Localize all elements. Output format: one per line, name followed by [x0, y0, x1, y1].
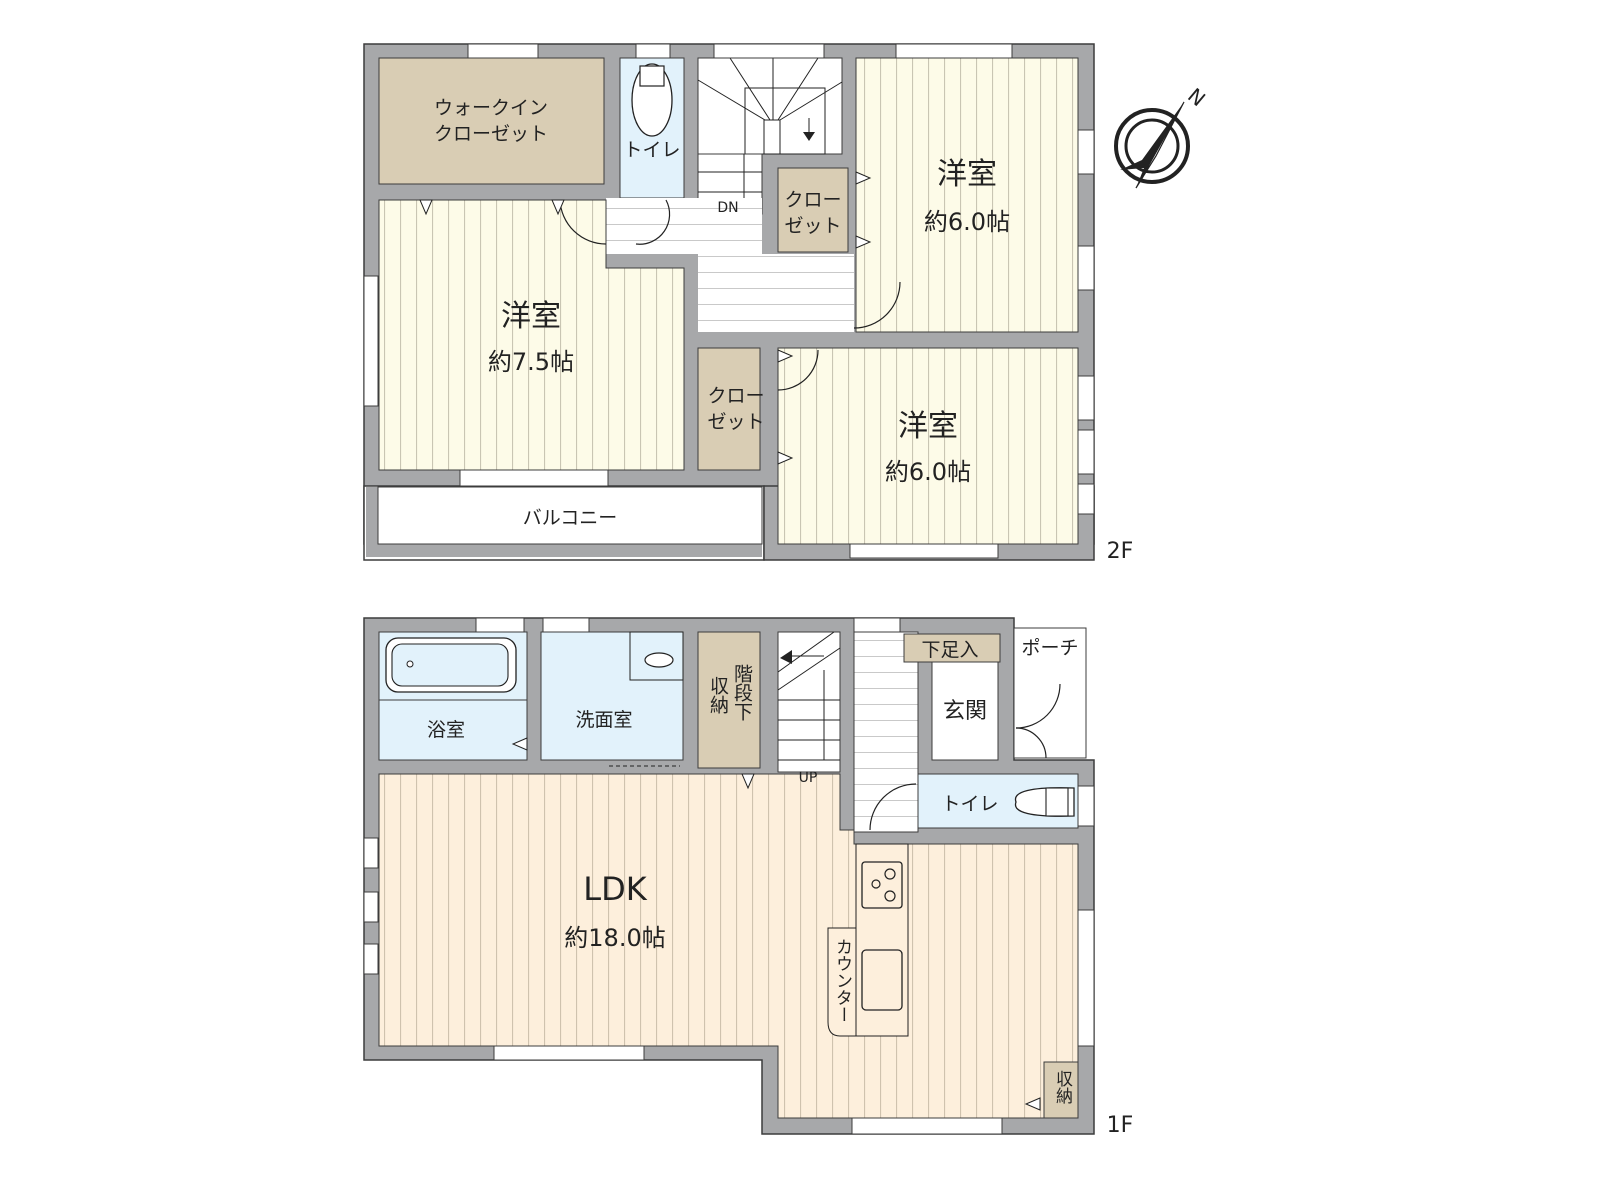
ldk-size: 約18.0帖 — [564, 924, 665, 952]
bedroom-ne-name: 洋室 — [937, 157, 997, 192]
closet-a-label-2: ゼット — [784, 215, 841, 237]
closet-b-label-1: クロー — [707, 385, 764, 407]
stairs-dn-label: DN — [717, 200, 738, 216]
compass-icon: N — [1114, 83, 1210, 189]
closet-b-label-2: ゼット — [707, 411, 764, 433]
stairs-up-label: UP — [799, 770, 818, 786]
counter-label: カウンター — [832, 938, 852, 1023]
bedroom-se-name: 洋室 — [898, 409, 958, 444]
under-stairs-storage-label-1: 収納 — [707, 676, 729, 714]
closet-a-label-1: クロー — [784, 189, 841, 211]
floor-1f-label: 1F — [1107, 1113, 1134, 1138]
floor-1f: 浴室 洗面室 収納 階段下 UP 下足入 ポーチ 玄関 トイレ LDK 約18.… — [363, 617, 1134, 1138]
compass-north-label: N — [1183, 83, 1210, 111]
shoe-storage-label: 下足入 — [921, 639, 978, 661]
washroom-label: 洗面室 — [575, 709, 632, 731]
bedroom-w-size: 約7.5帖 — [488, 348, 574, 376]
toilet-1f-label: トイレ — [941, 793, 998, 815]
bathroom-label: 浴室 — [427, 719, 465, 741]
floor-2f: DN — [363, 43, 1134, 564]
storage-label: 収納 — [1052, 1070, 1073, 1105]
balcony-label: バルコニー — [523, 507, 618, 529]
under-stairs-storage-label-2: 階段下 — [731, 664, 753, 721]
walk-in-closet-label-1: ウォークイン — [434, 97, 548, 119]
ldk-name: LDK — [583, 870, 647, 908]
floor-2f-label: 2F — [1107, 539, 1134, 564]
porch-label: ポーチ — [1021, 637, 1078, 659]
toilet-2f-label: トイレ — [623, 139, 680, 161]
bedroom-se-size: 約6.0帖 — [885, 458, 971, 486]
entrance-label: 玄関 — [943, 699, 987, 724]
walk-in-closet-label-2: クローゼット — [434, 123, 548, 145]
bedroom-w-name: 洋室 — [501, 299, 561, 334]
bedroom-ne-size: 約6.0帖 — [924, 208, 1010, 236]
